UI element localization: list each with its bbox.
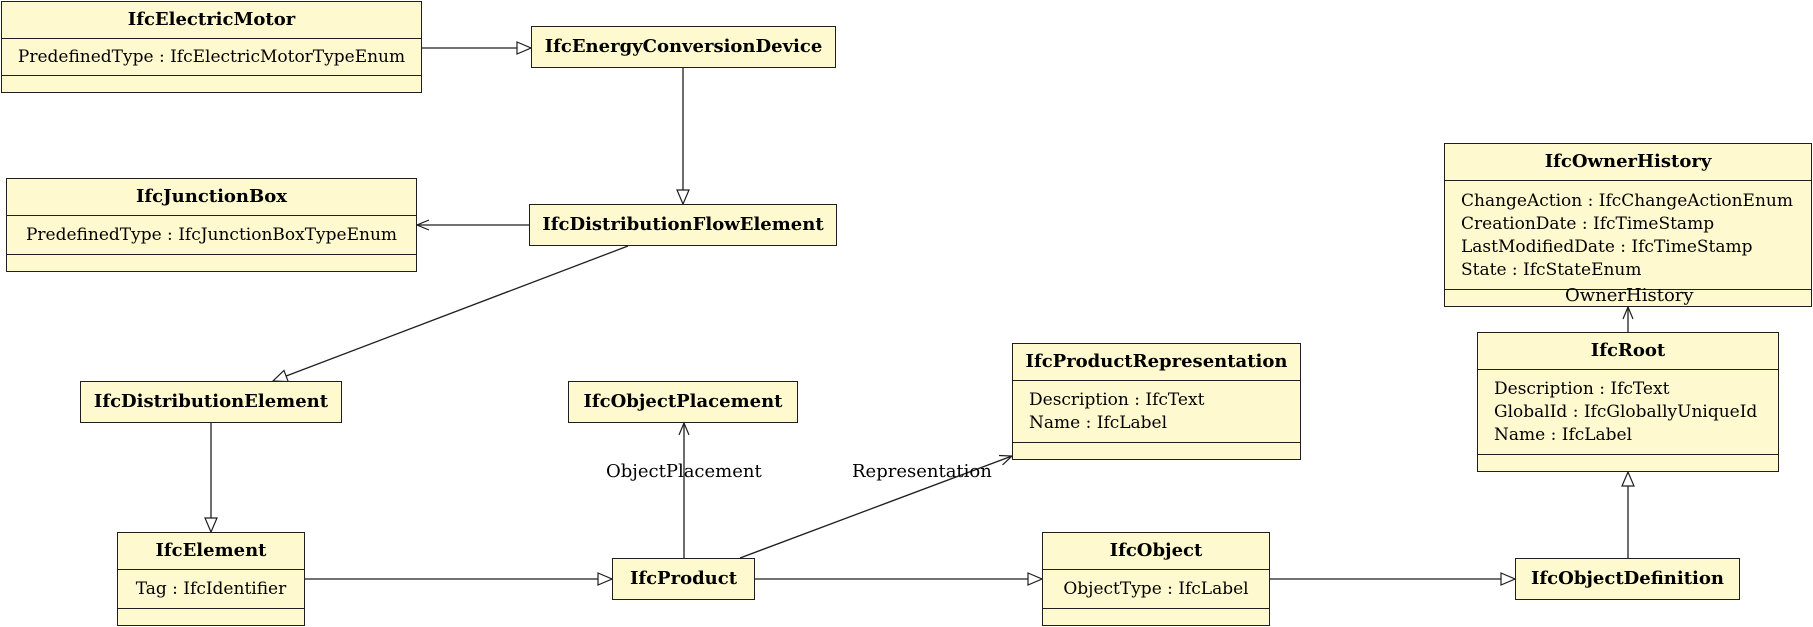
- attribute: Name : IfcLabel: [1494, 425, 1633, 445]
- operation-compartment: [1013, 442, 1300, 459]
- relation-label-objectplacement: ObjectPlacement: [606, 461, 762, 482]
- attribute: ChangeAction : IfcChangeActionEnum: [1461, 190, 1793, 211]
- class-name: IfcObject: [1109, 540, 1203, 561]
- attribute: State : IfcStateEnum: [1461, 259, 1642, 280]
- attribute-compartment: Tag : IfcIdentifier: [118, 569, 304, 608]
- class-name: IfcDistributionFlowElement: [542, 214, 824, 235]
- attribute-compartment: PredefinedType : IfcJunctionBoxTypeEnum: [7, 215, 416, 254]
- operation-compartment: [118, 608, 304, 625]
- class-name: IfcObjectDefinition: [1531, 568, 1724, 589]
- class-name: IfcOwnerHistory: [1544, 151, 1712, 172]
- attribute: Tag : IfcIdentifier: [135, 579, 287, 599]
- relation-label-representation: Representation: [852, 461, 992, 482]
- class-name: IfcObjectPlacement: [583, 391, 783, 412]
- attribute: ObjectType : IfcLabel: [1063, 579, 1249, 599]
- attribute: Description : IfcText: [1494, 379, 1670, 399]
- operation-compartment: [1043, 608, 1269, 625]
- association-arrow-product-to-prodrep: [739, 456, 1012, 559]
- operation-compartment: [1445, 289, 1811, 306]
- class-name: IfcRoot: [1590, 340, 1666, 361]
- class-box-distribution-element: IfcDistributionElement: [80, 381, 342, 423]
- generalization-arrow-dfe-to-de: [273, 245, 629, 381]
- attribute: GlobalId : IfcGloballyUniqueId: [1494, 402, 1758, 422]
- class-box-product: IfcProduct: [612, 558, 755, 600]
- class-box-object-placement: IfcObjectPlacement: [568, 381, 798, 423]
- attribute: PredefinedType : IfcJunctionBoxTypeEnum: [25, 225, 398, 245]
- operation-compartment: [2, 75, 421, 92]
- class-name: IfcEnergyConversionDevice: [544, 36, 823, 57]
- attribute: Name : IfcLabel: [1029, 413, 1168, 433]
- class-name: IfcElectricMotor: [127, 9, 296, 30]
- class-name: IfcDistributionElement: [93, 391, 329, 412]
- attribute-compartment: ObjectType : IfcLabel: [1043, 569, 1269, 608]
- attribute-compartment: PredefinedType : IfcElectricMotorTypeEnu…: [2, 38, 421, 75]
- class-name: IfcElement: [155, 540, 267, 561]
- attribute: PredefinedType : IfcElectricMotorTypeEnu…: [17, 47, 406, 67]
- attribute: CreationDate : IfcTimeStamp: [1461, 213, 1715, 234]
- class-name: IfcProduct: [629, 568, 738, 589]
- class-box-energy-conversion-device: IfcEnergyConversionDevice: [531, 26, 836, 68]
- operation-compartment: [7, 254, 416, 271]
- class-box-distribution-flow-element: IfcDistributionFlowElement: [529, 204, 837, 246]
- operation-compartment: [1478, 454, 1778, 471]
- class-name: IfcProductRepresentation: [1025, 351, 1288, 372]
- attribute: Description : IfcText: [1029, 390, 1205, 410]
- relation-label-ownerhistory: OwnerHistory: [1565, 285, 1694, 306]
- class-name: IfcJunctionBox: [136, 186, 287, 207]
- attribute: LastModifiedDate : IfcTimeStamp: [1461, 236, 1753, 257]
- class-box-object-definition: IfcObjectDefinition: [1515, 558, 1740, 600]
